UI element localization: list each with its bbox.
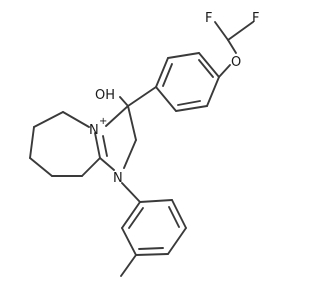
molecule-structure: F F O OH N + N [29,11,259,277]
ring-bond [29,126,35,159]
nitrogen-label: N [113,171,123,186]
aromatic-double-bond [128,207,144,229]
bond-o-aryl [218,64,231,78]
aromatic-double-bond [177,100,201,106]
phenyl-ring [155,52,220,112]
aromatic-double-bond [198,59,214,78]
bond-n-tolyl [121,182,141,203]
bond-c-oh [119,96,129,107]
aromatic-bond [121,201,141,229]
bond-c-nplus-single [94,132,101,159]
hydroxyl-label: OH [95,88,115,103]
ring-bond [29,157,53,177]
bond-n-c [99,157,115,171]
positive-charge-label: + [99,116,107,127]
piperidine-ring [29,111,101,177]
tolyl-ring [121,199,187,256]
aromatic-bond [167,227,187,255]
bond-f-ch [227,21,254,41]
bond-c-nplus [105,105,129,127]
bond-ch2-n [123,139,137,169]
ring-bond [62,111,90,128]
aromatic-bond [155,57,169,88]
ether-oxygen-label: O [231,55,241,70]
difluoromethoxy-group [214,21,254,78]
fluorine-label: F [205,11,212,26]
aromatic-bond [135,253,169,256]
bond-ch-o [227,39,237,54]
bond-c-aryl [127,86,157,107]
aromatic-bond [175,105,208,112]
bond-c-nplus-double [102,135,108,157]
bond-methyl [120,254,137,277]
ring-bond [33,111,64,128]
bond-f-ch [214,21,229,41]
fluorine-label: F [252,11,259,26]
aromatic-double-bond [168,206,180,228]
aromatic-bond [155,86,177,112]
nitrogen-cation-label: N [89,123,99,138]
aromatic-bond [171,199,187,229]
imidazoline-ring [94,132,137,171]
aromatic-bond [139,199,173,203]
aromatic-double-bond [162,63,173,87]
aromatic-bond [121,227,137,256]
aromatic-bond [198,52,220,78]
carbinol-center [105,86,157,141]
bond-c-ch2 [127,105,137,141]
aromatic-bond [206,76,220,107]
aromatic-double-bond [138,247,164,250]
ring-bond [81,157,101,177]
aromatic-bond [167,52,200,59]
